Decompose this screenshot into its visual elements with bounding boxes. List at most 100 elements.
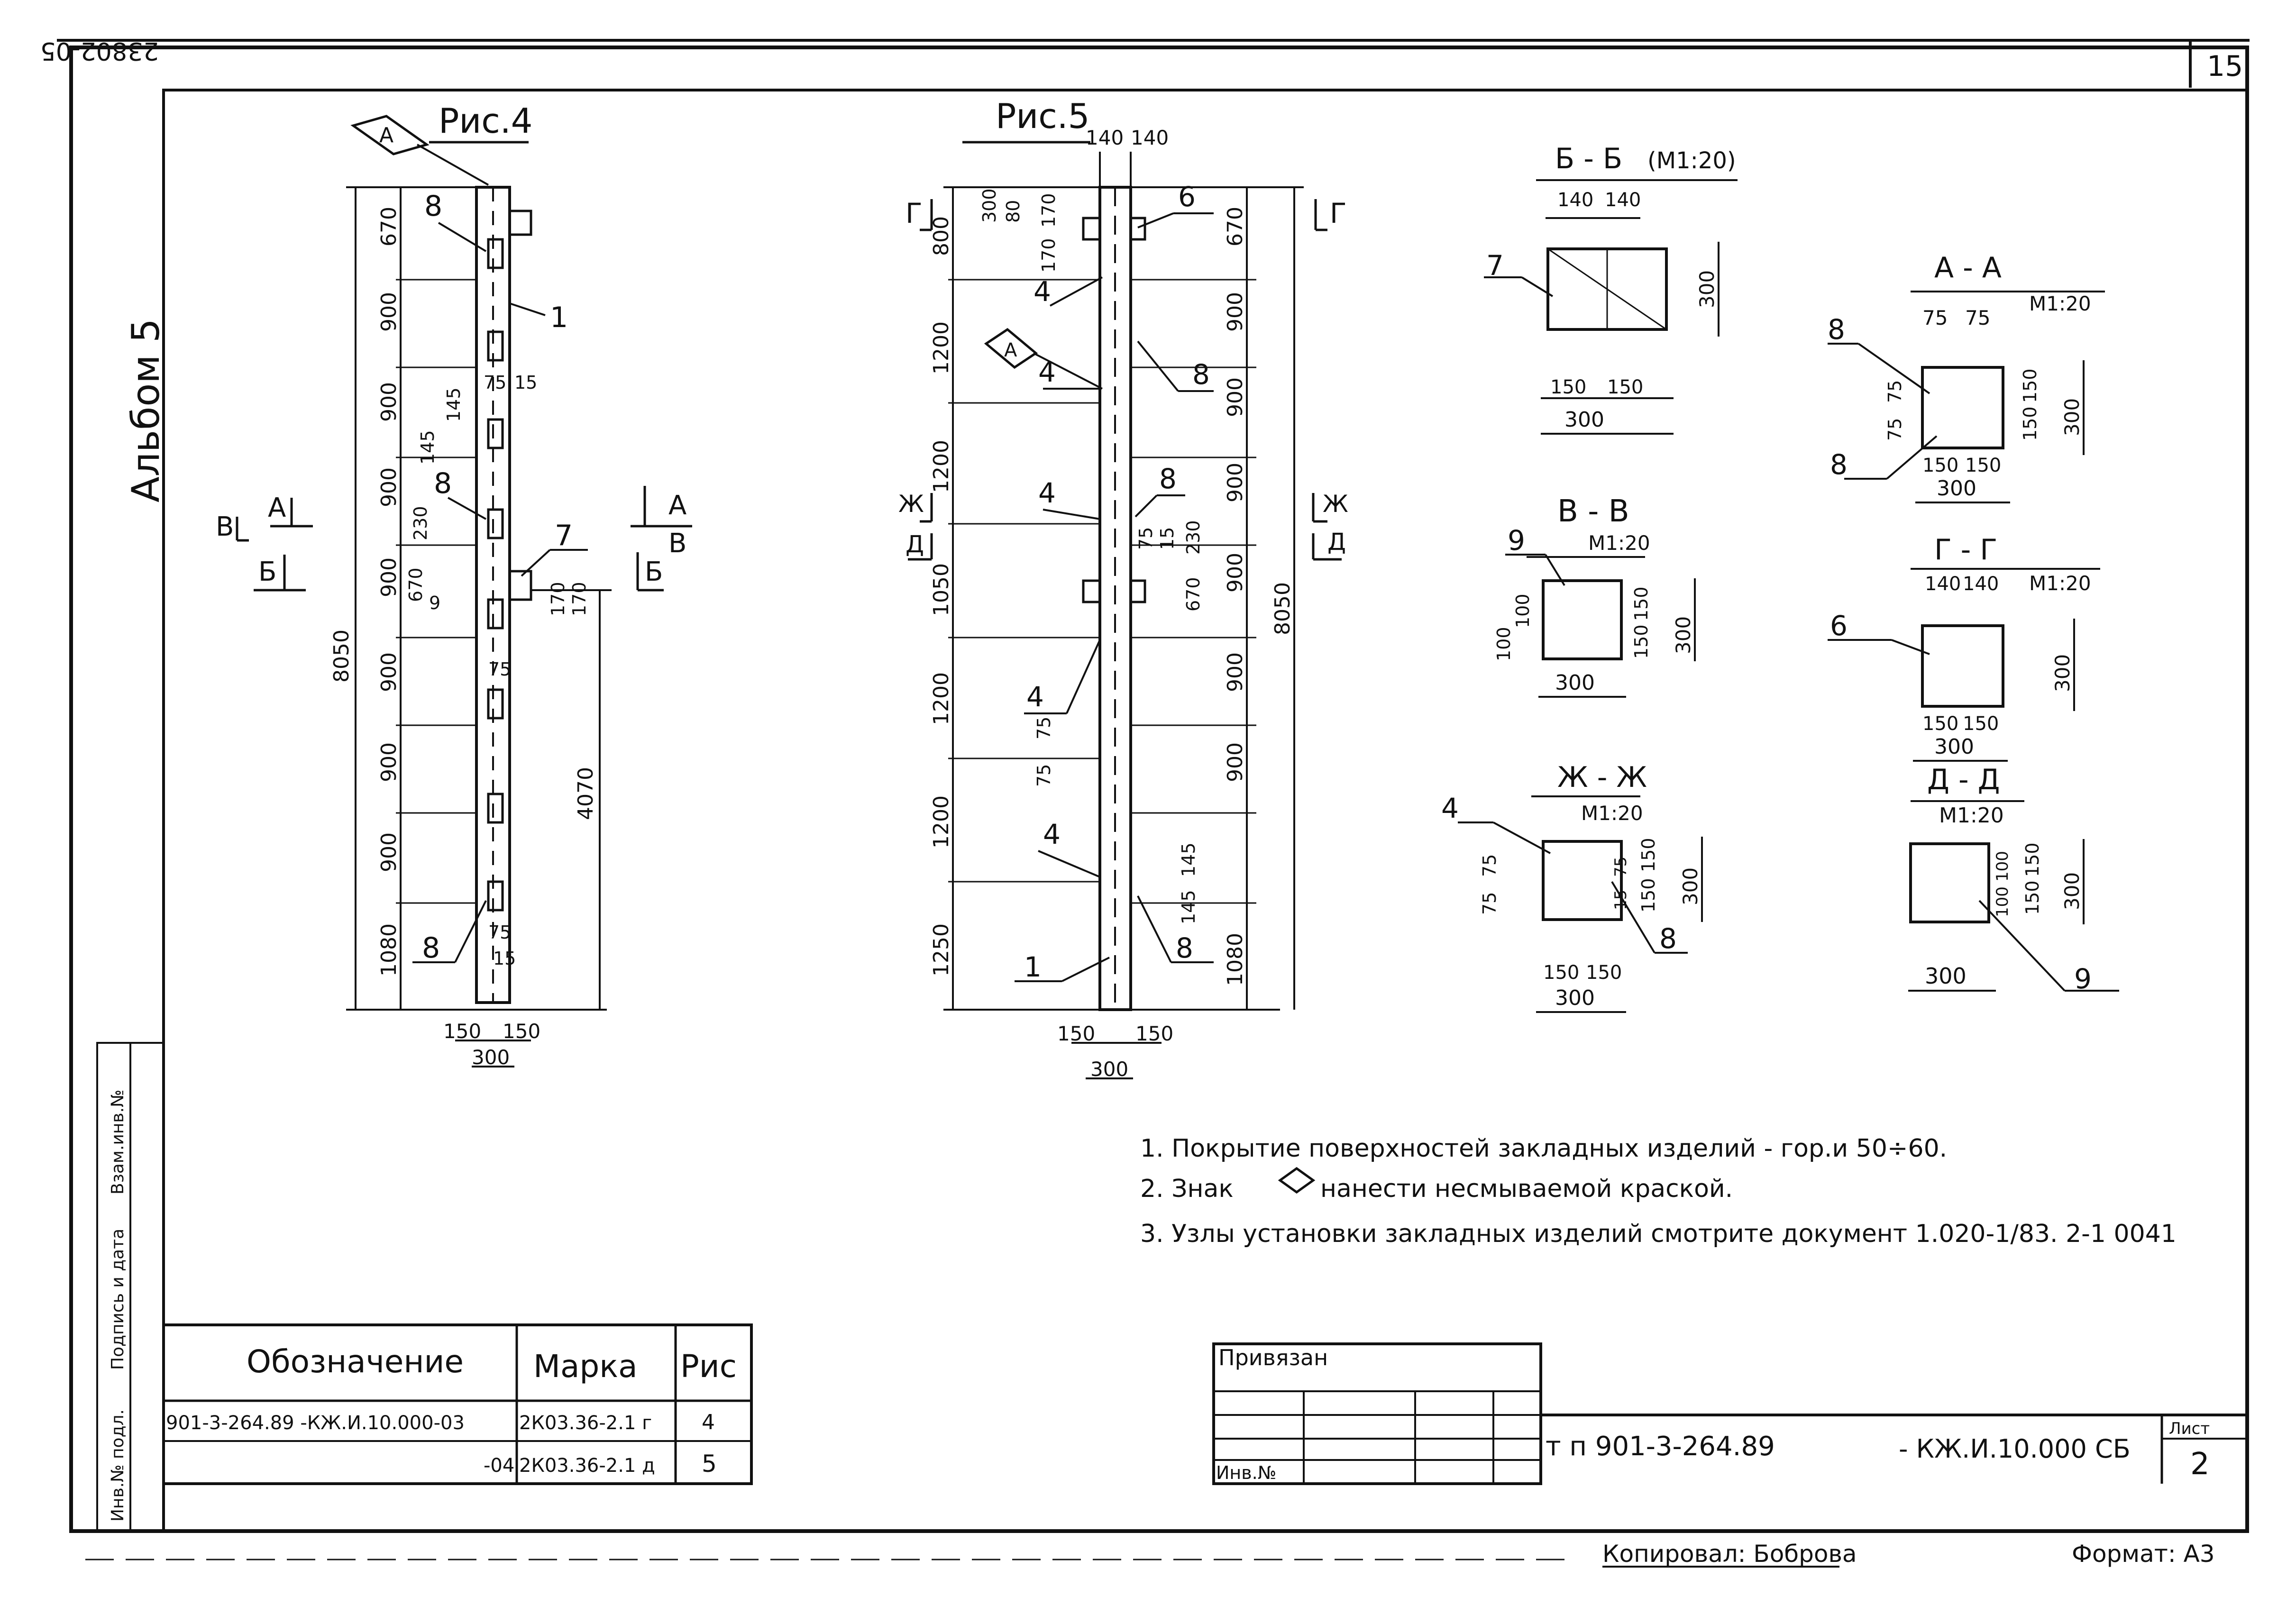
svg-text:150: 150 [2020, 368, 2040, 403]
fig5-top-dim-1: 140 [1131, 126, 1169, 149]
fig4-inner-1: 15 [514, 372, 537, 393]
fig4-inner-10: 15 [493, 948, 516, 969]
svg-text:150: 150 [1963, 713, 1999, 735]
svg-text:Ж: Ж [898, 490, 924, 518]
fig5-bdim-0: 150 [1057, 1022, 1095, 1045]
svg-text:А - А: А - А [1934, 251, 2002, 284]
fig5-callout-6: 6 [1178, 181, 1196, 213]
fig5-callout-4e: 4 [1043, 818, 1061, 850]
svg-text:В: В [668, 528, 686, 559]
section-a-a: А - А М1:20 75 75 75 75 150 150 300 150 … [1828, 251, 2105, 503]
svg-text:Б: Б [645, 557, 663, 587]
fig4-ldim-5: 900 [377, 652, 401, 692]
fig5-bdim-2: 300 [1090, 1058, 1128, 1081]
fig4-inner-3: 145 [417, 430, 438, 465]
fig4-ldim-0: 670 [377, 207, 401, 246]
spec-header-designation: Обозначение [247, 1343, 464, 1380]
section-d-d-body [1909, 842, 1990, 923]
svg-text:Д: Д [906, 530, 924, 558]
svg-text:75: 75 [1479, 892, 1500, 915]
fig5-rdim-4: 900 [1223, 553, 1247, 593]
svg-text:140: 140 [1925, 573, 1961, 595]
fig5-ldim-3: 1050 [929, 563, 953, 616]
fig5-total-dim: 8050 [1271, 582, 1295, 635]
fig4-callout-7: 7 [555, 519, 573, 552]
svg-text:300: 300 [2060, 398, 2084, 436]
svg-text:Г: Г [1330, 197, 1346, 229]
fig4-section-markers: В А Б А В Б [216, 486, 692, 592]
svg-text:150: 150 [1965, 455, 2001, 476]
fig5-callout-8b: 8 [1159, 463, 1177, 495]
fig5-top-dim-0: 140 [1086, 126, 1124, 149]
fig4-ldim-4: 900 [377, 557, 401, 597]
fig5-callout-4d: 4 [1026, 681, 1044, 713]
fig4-mark: А [379, 123, 393, 147]
fig4-ldim-8: 1080 [377, 923, 401, 976]
fig4-total-dim: 8050 [329, 630, 354, 683]
fig4-inner-2: 145 [443, 387, 464, 422]
section-v-v-body [1542, 579, 1623, 660]
svg-text:100: 100 [1993, 886, 2012, 917]
svg-text:М1:20: М1:20 [1939, 803, 2004, 828]
fig5-mark-diamond [984, 328, 1038, 369]
fig5-inner-3: 670 [1183, 577, 1204, 611]
svg-text:300: 300 [2051, 654, 2074, 692]
note-2b: нанести несмываемой краской. [1320, 1175, 1733, 1203]
svg-text:8: 8 [1830, 448, 1848, 481]
fig4-inner-12: 170 [569, 582, 590, 616]
svg-text:150: 150 [1550, 376, 1586, 398]
svg-text:В: В [216, 511, 234, 542]
fig5-inner-7: 145 [1178, 890, 1199, 924]
svg-text:Б: Б [258, 557, 276, 587]
svg-text:150: 150 [1631, 586, 1652, 621]
fig5-title: Рис.5 [996, 96, 1090, 136]
spec-row1-fig: 4 [702, 1410, 715, 1434]
svg-text:150: 150 [1922, 713, 1958, 735]
side-stamp-inv: Инв.№ подл. [108, 1409, 128, 1522]
svg-text:140: 140 [1557, 189, 1593, 211]
fig5-rdim-3: 900 [1223, 463, 1247, 502]
fig4-title: Рис.4 [439, 101, 533, 141]
svg-text:75: 75 [1611, 857, 1630, 877]
svg-text:140: 140 [1605, 189, 1641, 211]
fig5-small-1: 80 [1003, 200, 1024, 223]
fig5-callout-4a: 4 [1034, 275, 1051, 308]
fig5-section-markers: Г Г Ж Д Ж Д [898, 197, 1348, 561]
tb-doc-suffix: - КЖ.И.10.000 СБ [1899, 1434, 2131, 1464]
svg-text:М1:20: М1:20 [1588, 531, 1650, 555]
fig5-small-3: 170 [1038, 238, 1059, 273]
fig5-callout-4b: 4 [1038, 356, 1056, 388]
svg-text:150: 150 [2020, 406, 2040, 441]
fig4-callout-8c: 8 [422, 931, 440, 965]
fig4-inner-4: 230 [410, 506, 431, 540]
note-mark-diamond [1278, 1167, 1316, 1194]
section-b-b: Б - Б (М1:20) 140 140 300 150 150 300 7 [1484, 142, 1738, 435]
fig4-ldim-1: 900 [377, 292, 401, 332]
footer-copied: Копировал: Боброва [1602, 1540, 1857, 1568]
svg-text:150: 150 [2022, 842, 2043, 877]
svg-text:М1:20: М1:20 [1581, 802, 1643, 825]
fig4-bdim-2: 300 [472, 1046, 510, 1069]
svg-text:300: 300 [1672, 616, 1695, 654]
section-zh-zh: Ж - Ж М1:20 75 75 15 75 150 150 300 150 … [1441, 761, 1703, 1013]
svg-text:А: А [268, 493, 286, 523]
fig4-inner-9: 75 [488, 922, 511, 943]
svg-text:9: 9 [2074, 963, 2092, 995]
fig5-bdim-1: 150 [1135, 1022, 1173, 1045]
side-stamp-vzam: Взам.инв.№ [108, 1089, 128, 1195]
fig5-inner-5: 75 [1034, 764, 1054, 787]
section-a-a-body [1921, 366, 2004, 449]
fig5-mark: А [1004, 339, 1017, 361]
svg-text:Д: Д [1327, 528, 1346, 556]
svg-text:А: А [668, 490, 686, 521]
fig5-ldim-6: 1250 [929, 923, 953, 976]
fig5-rdim-6: 900 [1223, 742, 1247, 782]
fig5-rdim-7: 1080 [1223, 933, 1247, 986]
svg-text:Ж: Ж [1323, 490, 1348, 518]
svg-text:300: 300 [1555, 671, 1595, 695]
section-g-g: Г - Г 140 140 М1:20 300 150 150 300 6 [1828, 533, 2100, 762]
section-zh-zh-body [1542, 840, 1623, 921]
fig4-ldim-7: 900 [377, 832, 401, 872]
fig4-right-dim: 4070 [574, 767, 598, 820]
